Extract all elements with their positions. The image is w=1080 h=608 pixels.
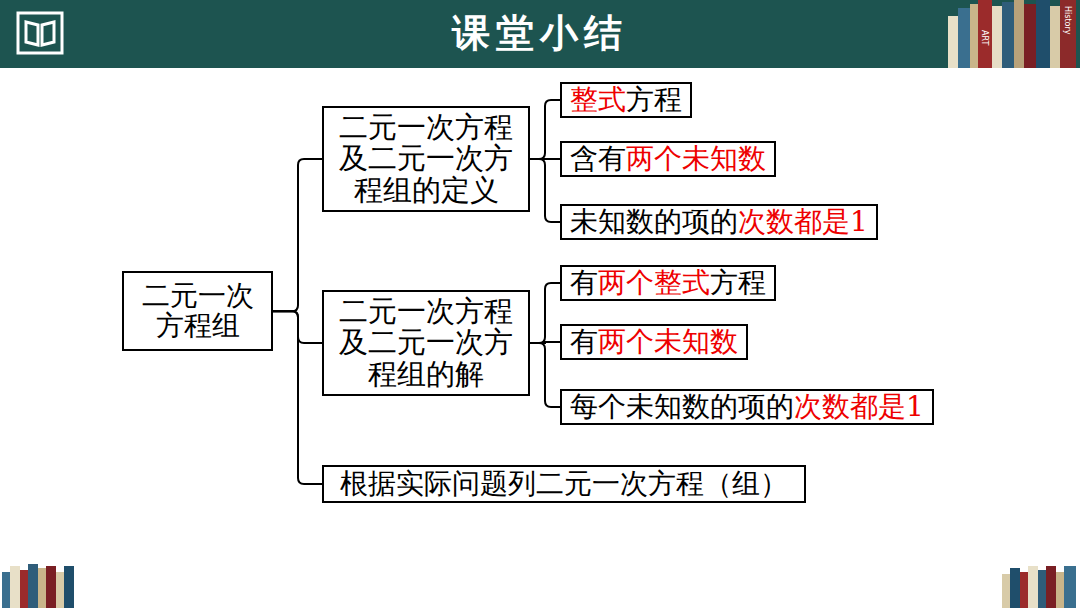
bracket-connector — [273, 311, 322, 484]
books-illustration — [948, 0, 1076, 68]
box-text: 二元一次方程及二元一次方程组的定义 — [339, 110, 513, 207]
box-text: 方程 — [626, 83, 682, 116]
summary-box: 含有两个未知数 — [560, 141, 776, 177]
slide-title: 课堂小结 — [0, 8, 1080, 58]
key-term: 两个未知数 — [598, 325, 738, 358]
key-term: 次数都是1 — [738, 205, 868, 238]
books-illustration — [2, 564, 74, 608]
summary-box: 有两个整式方程 — [560, 265, 776, 301]
bracket-connector — [530, 283, 560, 343]
box-text: 未知数的项的 — [570, 205, 738, 238]
key-term: 整式 — [570, 83, 626, 116]
summary-box: 未知数的项的次数都是1 — [560, 204, 878, 240]
bracket-connector — [530, 343, 560, 407]
spine-label: ART — [980, 30, 989, 45]
bracket-connector — [530, 100, 560, 159]
key-term: 两个未知数 — [626, 142, 766, 175]
books-illustration — [1002, 566, 1076, 608]
bracket-connector — [530, 159, 560, 222]
box-text: 有 — [570, 266, 598, 299]
summary-box: 二元一次方程及二元一次方程组的定义 — [322, 106, 530, 212]
summary-box: 每个未知数的项的次数都是1 — [560, 389, 934, 425]
box-text: 含有 — [570, 142, 626, 175]
summary-box: 整式方程 — [560, 82, 692, 118]
key-term: 次数都是1 — [794, 390, 924, 423]
book-icon — [18, 13, 62, 53]
summary-box: 二元一次方程及二元一次方程组的解 — [322, 290, 530, 396]
box-text: 有 — [570, 325, 598, 358]
summary-box: 二元一次方程组 — [122, 271, 273, 351]
box-text: 根据实际问题列二元一次方程（组） — [340, 467, 788, 500]
summary-box: 根据实际问题列二元一次方程（组） — [322, 465, 806, 503]
spine-label: History — [1063, 6, 1072, 34]
box-text: 每个未知数的项的 — [570, 390, 794, 423]
key-term: 两个整式 — [598, 266, 710, 299]
bracket-connector — [273, 159, 322, 311]
box-text: 方程 — [710, 266, 766, 299]
box-text: 二元一次方程组 — [142, 279, 254, 342]
summary-box: 有两个未知数 — [560, 324, 748, 360]
box-text: 二元一次方程及二元一次方程组的解 — [339, 294, 513, 391]
